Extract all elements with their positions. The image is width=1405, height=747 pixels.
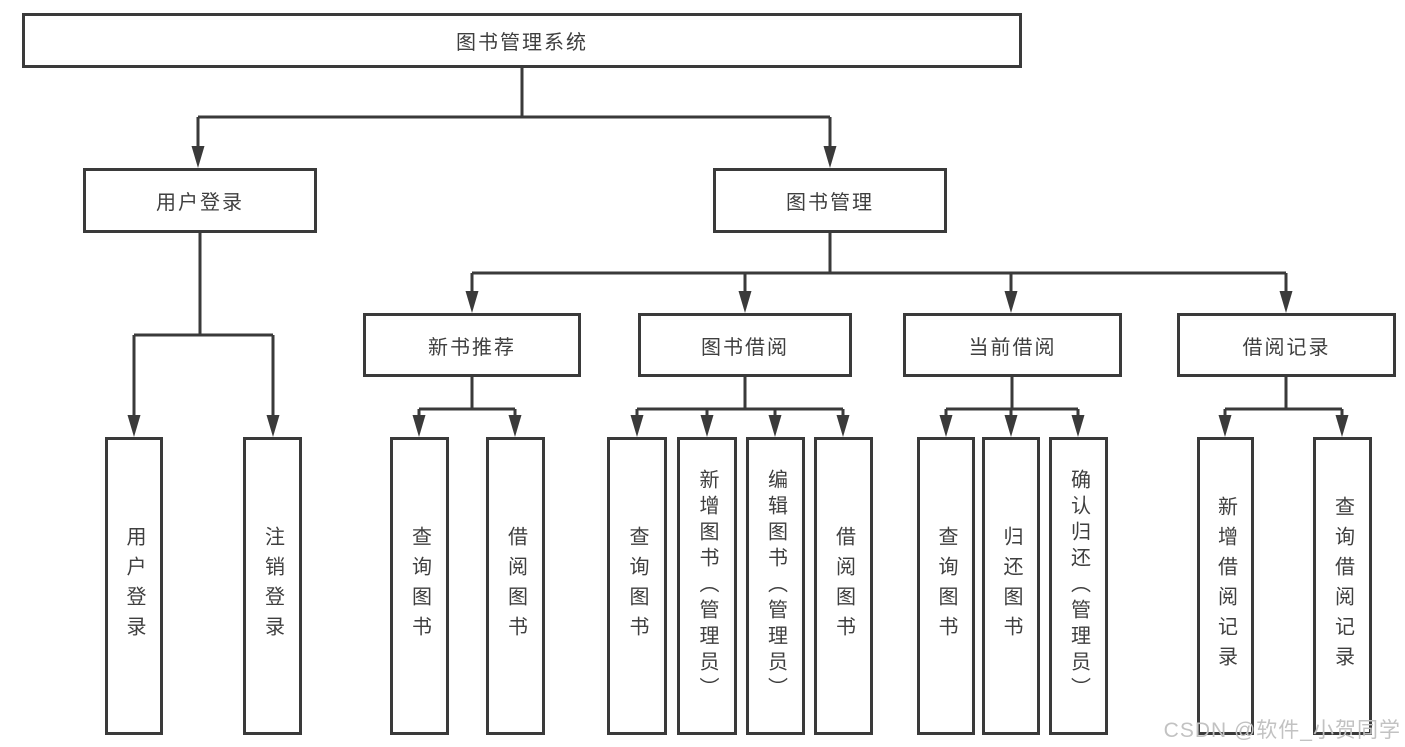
node-borrow-records-label: 借阅记录 [1242, 336, 1331, 359]
leaf-return-books: 归还图书 [982, 437, 1040, 735]
node-user-login-label: 用户登录 [156, 192, 244, 214]
node-root: 图书管理系统 [22, 13, 1022, 68]
node-book-management: 图书管理 [713, 168, 947, 233]
connector-book-management-children [470, 233, 1288, 295]
connector-borrow-records-children [1223, 377, 1344, 419]
leaf-logout: 注销登录 [243, 437, 302, 735]
leaf-borrow-books: 借阅图书 [814, 437, 873, 735]
connector-book-borrow-children [635, 377, 845, 419]
leaf-query-borrow-record: 查询借阅记录 [1313, 437, 1372, 735]
node-book-borrow-label: 图书借阅 [701, 336, 789, 359]
leaf-add-borrow-record: 新增借阅记录 [1197, 437, 1254, 735]
leaf-current-query-books: 查询图书 [917, 437, 975, 735]
arrowheads [127, 146, 1349, 437]
leaf-edit-book-admin: 编辑图书（管理员） [746, 437, 805, 735]
node-borrow-records: 借阅记录 [1177, 313, 1396, 377]
node-new-book-recommend: 新书推荐 [363, 313, 581, 377]
leaf-recommend-query-books: 查询图书 [390, 437, 449, 735]
leaf-recommend-borrow-books: 借阅图书 [486, 437, 545, 735]
connector-user-login-children [132, 233, 275, 419]
connector-root-to-level2 [196, 68, 832, 150]
watermark-text: CSDN @软件_小贺同学 [1163, 719, 1401, 742]
node-book-borrow: 图书借阅 [638, 313, 852, 377]
leaf-user-login: 用户登录 [105, 437, 163, 735]
node-current-borrow: 当前借阅 [903, 313, 1122, 377]
connector-new-book-recommend-children [417, 377, 517, 419]
node-current-borrow-label: 当前借阅 [968, 336, 1057, 359]
node-root-label: 图书管理系统 [456, 32, 588, 54]
leaf-add-book-admin: 新增图书（管理员） [677, 437, 737, 735]
leaf-borrow-query-books: 查询图书 [607, 437, 667, 735]
node-new-book-recommend-label: 新书推荐 [428, 336, 516, 359]
connector-current-borrow-children [944, 377, 1080, 419]
leaf-confirm-return-admin: 确认归还（管理员） [1049, 437, 1108, 735]
node-user-login: 用户登录 [83, 168, 317, 233]
node-book-management-label: 图书管理 [786, 192, 874, 214]
